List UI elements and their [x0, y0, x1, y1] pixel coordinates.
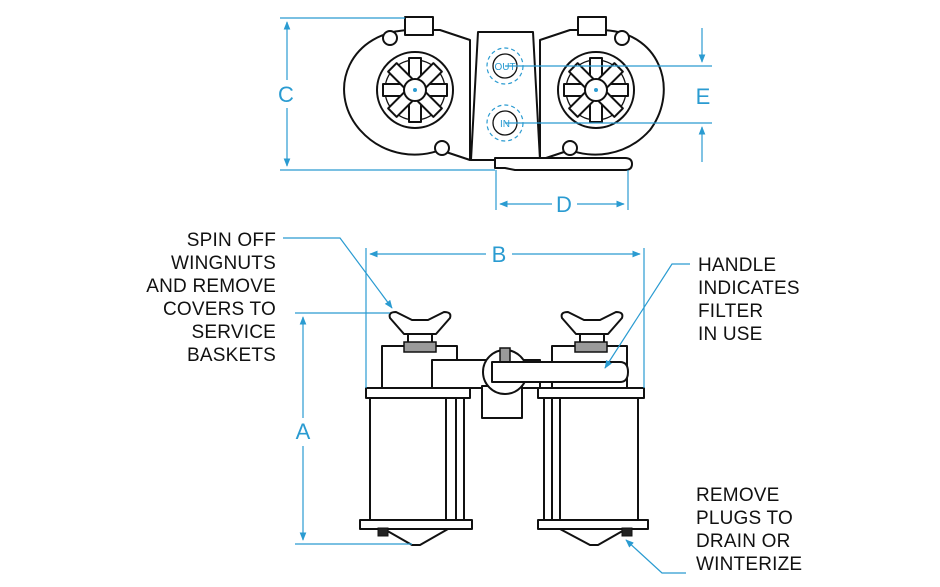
- left-bottom-cone: [383, 528, 449, 546]
- handle-callout: HANDLE INDICATES FILTER IN USE: [698, 255, 800, 345]
- plugs-leader: [625, 539, 686, 574]
- svg-text:WINTERIZE: WINTERIZE: [696, 554, 802, 575]
- svg-text:PLUGS TO: PLUGS TO: [696, 508, 793, 529]
- wingnuts-leader: [283, 237, 393, 309]
- svg-text:BASKETS: BASKETS: [187, 345, 276, 366]
- dimension-e-label: E: [696, 84, 711, 109]
- front-view: A B: [283, 237, 690, 574]
- left-ear-top: [382, 30, 398, 46]
- left-cap-top: [403, 341, 437, 353]
- dimension-d: D: [495, 170, 629, 217]
- right-bottom-cone: [559, 528, 627, 546]
- left-flange: [365, 387, 471, 399]
- dimension-a-label: A: [296, 419, 311, 444]
- left-top-lug: [404, 16, 434, 36]
- dimension-b: B: [365, 242, 645, 388]
- right-ear-bottom: [562, 140, 578, 156]
- left-wingnut: [388, 311, 452, 335]
- svg-text:IN USE: IN USE: [698, 324, 763, 345]
- right-rod-b: [551, 397, 561, 529]
- left-canister: [369, 397, 449, 527]
- dimension-c-label: C: [278, 82, 294, 107]
- left-ear-bottom: [434, 140, 450, 156]
- plugs-callout: REMOVE PLUGS TO DRAIN OR WINTERIZE: [696, 485, 802, 575]
- left-drain-plug: [377, 527, 389, 537]
- inlet-port-label: IN: [500, 119, 510, 130]
- left-rod-a: [445, 397, 457, 529]
- center-valve-body: [470, 31, 541, 161]
- right-ear-top: [614, 30, 630, 46]
- right-wingnut: [560, 311, 624, 335]
- svg-text:SPIN OFF: SPIN OFF: [187, 230, 276, 251]
- front-view-handle: [491, 361, 629, 383]
- svg-text:DRAIN OR: DRAIN OR: [696, 531, 791, 552]
- svg-text:COVERS TO: COVERS TO: [163, 299, 276, 320]
- dimension-b-label: B: [492, 242, 507, 267]
- svg-text:FILTER: FILTER: [698, 301, 763, 322]
- svg-text:SERVICE: SERVICE: [192, 322, 276, 343]
- handle-leader: [604, 263, 690, 369]
- dimension-c: C: [278, 17, 495, 171]
- right-drain-plug: [621, 527, 633, 537]
- svg-text:WINGNUTS: WINGNUTS: [171, 253, 276, 274]
- right-top-lug: [577, 16, 607, 36]
- right-flange: [537, 387, 645, 399]
- left-bottom-rail: [359, 519, 473, 530]
- svg-text:HANDLE: HANDLE: [698, 255, 776, 276]
- right-cap-top: [574, 341, 608, 353]
- top-view: OUT IN C D E: [278, 16, 712, 217]
- outlet-port-label: OUT: [494, 62, 515, 73]
- top-view-handle: [494, 157, 633, 171]
- right-canister: [559, 397, 639, 527]
- svg-text:INDICATES: INDICATES: [698, 278, 800, 299]
- svg-text:REMOVE: REMOVE: [696, 485, 780, 506]
- dimension-d-label: D: [556, 192, 572, 217]
- svg-text:AND REMOVE: AND REMOVE: [146, 276, 276, 297]
- left-rod-b: [455, 397, 465, 529]
- dimension-a: A: [295, 312, 412, 545]
- wingnuts-callout: SPIN OFF WINGNUTS AND REMOVE COVERS TO S…: [146, 230, 276, 366]
- dimension-e: E: [505, 28, 712, 162]
